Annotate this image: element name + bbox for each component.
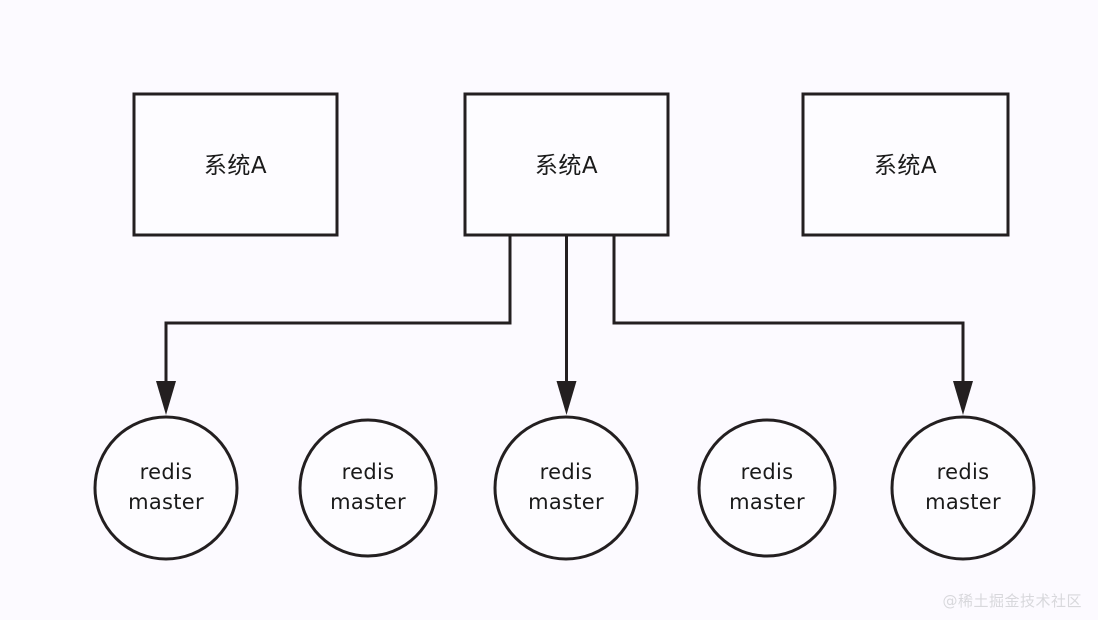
redis-node-5-label-line2: master <box>925 490 1001 514</box>
system-box-1[interactable]: 系统A <box>132 92 339 237</box>
connector-middle <box>556 235 577 415</box>
redis-node-3-circle <box>493 415 639 561</box>
system-box-1-rect <box>132 92 339 237</box>
connector-left <box>156 235 512 415</box>
system-box-2[interactable]: 系统A <box>463 92 670 237</box>
redis-node-2-label-line1: redis <box>342 460 395 484</box>
redis-node-4-circle <box>697 418 837 558</box>
connector-right-path <box>612 235 965 382</box>
redis-node-3-label-line2: master <box>528 490 604 514</box>
system-box-2-rect <box>463 92 670 237</box>
system-box-2-label: 系统A <box>535 153 598 179</box>
redis-node-5-label-line1: redis <box>937 460 990 484</box>
client-box-group: 系统A 系统A 系统A <box>132 92 1010 237</box>
redis-node-1-label-line2: master <box>128 490 204 514</box>
connector-left-path <box>164 235 512 382</box>
redis-node-2-label-line2: master <box>330 490 406 514</box>
connector-middle-arrowhead <box>556 381 577 415</box>
redis-node-5-circle <box>890 415 1036 561</box>
redis-node-4-label-line2: master <box>729 490 805 514</box>
redis-node-4[interactable]: redis master <box>697 418 837 558</box>
redis-node-group: redis master redis master redis master r… <box>93 415 1036 561</box>
connector-group <box>156 235 973 415</box>
redis-node-1-label-line1: redis <box>140 460 193 484</box>
system-box-1-label: 系统A <box>204 153 267 179</box>
redis-node-2[interactable]: redis master <box>298 418 438 558</box>
redis-node-1-circle <box>93 415 239 561</box>
system-box-3-rect <box>801 92 1010 237</box>
watermark-label: @稀土掘金技术社区 <box>942 592 1082 610</box>
redis-node-4-label-line1: redis <box>741 460 794 484</box>
connector-left-arrowhead <box>156 381 176 415</box>
redis-node-1[interactable]: redis master <box>93 415 239 561</box>
redis-node-2-circle <box>298 418 438 558</box>
connector-right <box>612 235 973 415</box>
redis-node-3-label-line1: redis <box>540 460 593 484</box>
system-box-3[interactable]: 系统A <box>801 92 1010 237</box>
redis-node-5[interactable]: redis master <box>890 415 1036 561</box>
connector-right-arrowhead <box>953 381 973 415</box>
redis-node-3[interactable]: redis master <box>493 415 639 561</box>
system-box-3-label: 系统A <box>874 153 937 179</box>
